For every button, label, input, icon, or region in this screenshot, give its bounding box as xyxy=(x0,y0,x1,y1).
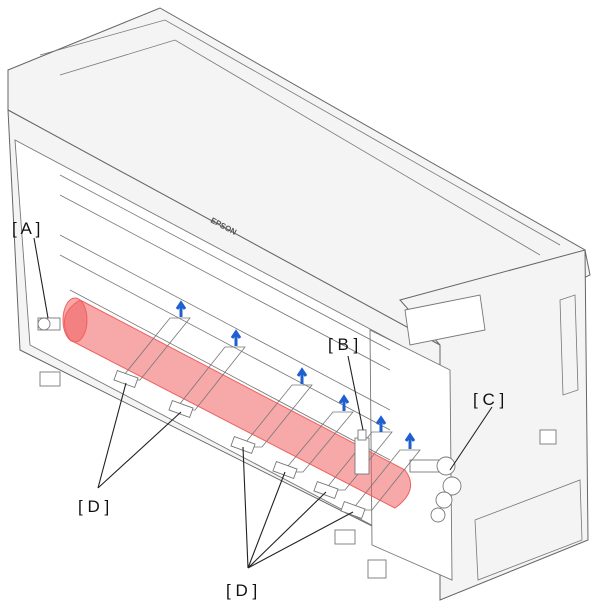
leader-a xyxy=(33,237,49,319)
clamp-6 xyxy=(340,432,421,520)
clamp-1 xyxy=(113,300,191,389)
gear-middle-icon xyxy=(442,476,462,496)
clamp-4-arrow-icon xyxy=(338,394,350,411)
spindle-right-gears xyxy=(409,456,462,523)
callout-b: [ B ] xyxy=(328,335,358,354)
callout-c: [ C ] xyxy=(473,390,504,409)
clamp-4 xyxy=(272,394,354,480)
callout-d-bottom: [ D ] xyxy=(226,581,257,600)
callout-leaders xyxy=(33,237,493,569)
clamp-3-arrow-icon xyxy=(296,367,308,384)
clamp-5 xyxy=(313,415,393,500)
gear-bottom-icon xyxy=(435,491,453,509)
printer-feet xyxy=(39,371,557,579)
clamp-5-arrow-icon xyxy=(375,415,387,432)
lever-b xyxy=(354,429,370,475)
clamp-6-arrow-icon xyxy=(404,432,416,449)
roll-paper xyxy=(62,297,412,509)
control-panel xyxy=(404,294,486,346)
clamp-1-arrow-icon xyxy=(175,300,187,317)
gear-lower-icon xyxy=(430,507,446,523)
roll-paper-end xyxy=(62,297,88,343)
leader-d-bottom xyxy=(242,446,354,569)
rear-door xyxy=(369,329,453,581)
callout-a: [ A ] xyxy=(12,219,40,238)
leader-b xyxy=(347,355,364,431)
leader-c xyxy=(449,406,493,471)
gear-top-icon xyxy=(436,456,456,476)
spindle-left xyxy=(37,317,61,331)
callout-d-left: [ D ] xyxy=(78,497,109,516)
leader-d-left xyxy=(97,382,182,489)
clamp-3 xyxy=(230,367,313,455)
roll-clamps xyxy=(113,300,421,520)
clamp-2-arrow-icon xyxy=(230,329,242,346)
